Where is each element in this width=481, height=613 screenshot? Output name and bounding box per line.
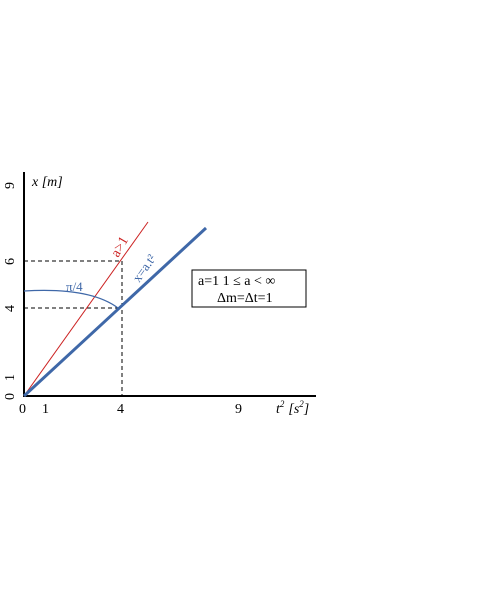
blue-line-x-equals-at2 [22,226,208,398]
info-box-line2: Δm=Δt=1 [217,291,273,306]
info-box-line1: a=1 1 ≤ a < ∞ [198,274,275,289]
x-tick-0: 0 [19,402,26,417]
x-axis-title-unit-open: [s [288,402,299,417]
y-tick-9: 9 [3,182,18,189]
x-tick-9: 9 [235,402,242,417]
info-box [191,269,307,308]
y-tick-6: 6 [3,258,18,265]
y-tick-0: 0 [3,393,18,400]
red-line-a-greater-1 [23,221,149,397]
x-axis-title-sup: 2 [280,399,285,409]
x-axis-title-base: t [276,402,281,417]
x-axis-title: t2[s2] [276,399,309,417]
y-tick-1: 1 [3,374,18,381]
x-tick-4: 4 [117,402,124,417]
red-line-label: a>1 [108,234,132,260]
y-axis-title: x [m] [31,175,63,190]
blue-line-label: x=a.t² [129,251,159,285]
y-tick-4: 4 [3,305,18,312]
angle-arc [23,289,119,309]
angle-label: π/4 [66,279,83,294]
x-axis-title-unit-close: ] [303,402,309,417]
x-tick-1: 1 [42,402,49,417]
x-axis-title-unit-sup: 2 [299,399,304,409]
